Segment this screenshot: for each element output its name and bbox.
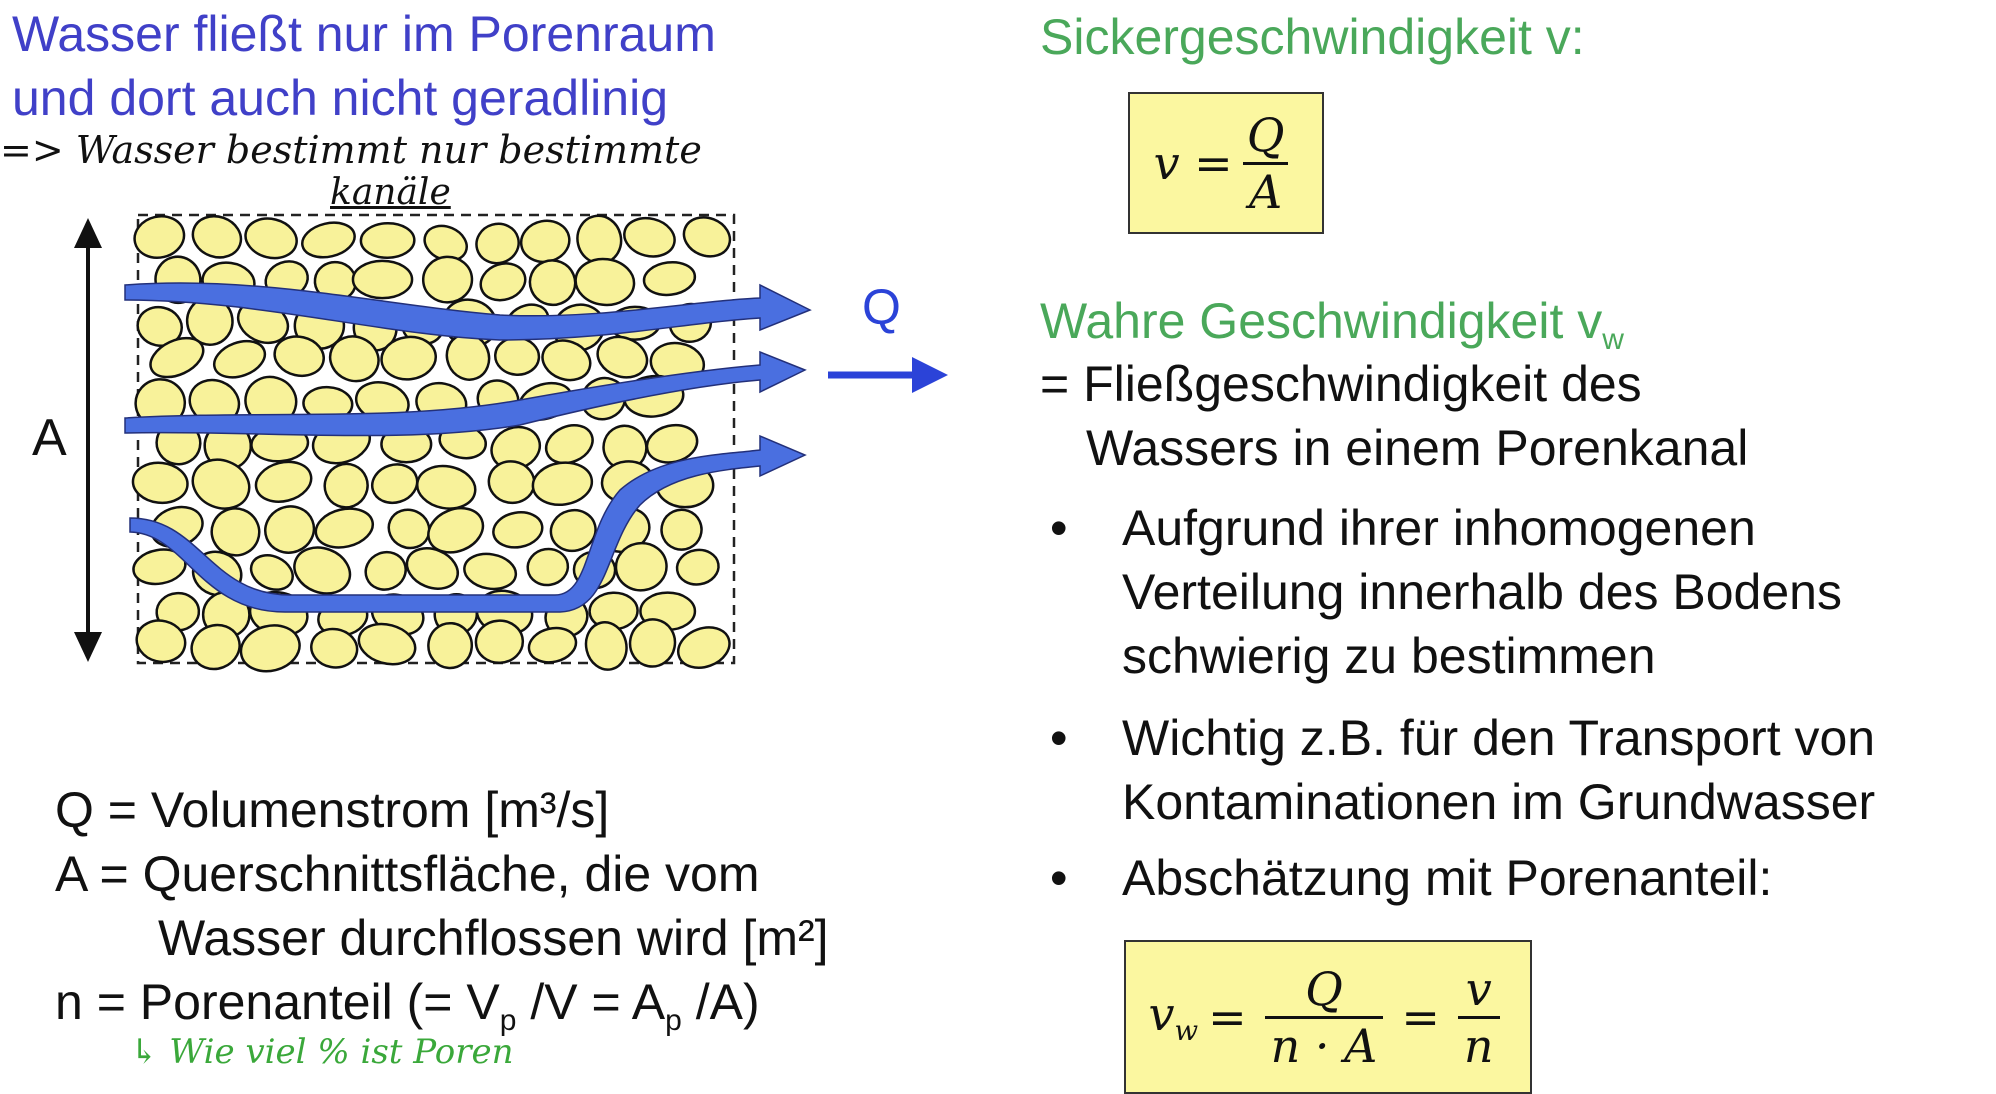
soil-grain (191, 458, 251, 510)
height-arrow-head-bottom (74, 632, 102, 662)
soil-grain (528, 259, 577, 307)
soil-grain (131, 461, 189, 505)
soil-grain (549, 508, 597, 553)
soil-grain (526, 547, 570, 587)
soil-grain (596, 335, 649, 379)
soil-grain (190, 623, 241, 671)
soil-grain (135, 619, 187, 664)
soil-grain (463, 552, 518, 591)
true-velocity-def-line-2: Wassers in einem Porenkanal (1086, 420, 1749, 476)
soil-grain (149, 336, 205, 379)
soil-grain (387, 508, 431, 550)
soil-grain (244, 217, 298, 260)
soil-grain (492, 511, 544, 549)
flow-channel-top (124, 282, 812, 341)
handwritten-note-porosity: ↳ Wie viel % ist Poren (130, 1032, 514, 1072)
label-discharge-Q: Q (862, 279, 901, 335)
soil-grain (357, 622, 417, 666)
definition-A-line-2: Wasser durchflossen wird [m²] (158, 910, 829, 966)
soil-grain (254, 460, 313, 503)
soil-grain (212, 339, 267, 379)
soil-grain (301, 221, 356, 259)
cross-section-boundary (136, 213, 736, 665)
definition-n: n = Porenanteil (= Vp /V = Ap /A) (55, 974, 760, 1037)
title-line-2: und dort auch nicht geradlinig (12, 70, 669, 126)
soil-grain (314, 507, 375, 549)
soil-grain (364, 550, 407, 591)
soil-grain (475, 222, 520, 265)
soil-grain (191, 215, 243, 259)
soil-grain (351, 259, 414, 300)
soil-grain (628, 618, 677, 668)
soil-grain (359, 221, 416, 260)
label-area-A: A (32, 409, 67, 467)
soil-grain (474, 619, 525, 665)
soil-grain (380, 335, 437, 381)
soil-grain (487, 460, 536, 505)
soil-grain (531, 461, 594, 507)
soil-grain (427, 506, 485, 554)
soil-grain (239, 624, 301, 673)
soil-grain (574, 257, 636, 307)
soil-grain (264, 505, 316, 554)
flow-channels (124, 282, 812, 613)
soil-grain (249, 554, 294, 591)
soil-grain (584, 621, 628, 671)
soil-grain (541, 339, 592, 382)
flow-channel-bottom (129, 434, 807, 613)
soil-grain (642, 260, 697, 297)
definition-A-line-1: A = Querschnittsfläche, die vom (55, 846, 760, 902)
soil-grain (370, 463, 419, 505)
soil-grain (136, 305, 183, 347)
soil-grain (519, 219, 571, 264)
true-velocity-def-line-1: = Fließgeschwindigkeit des (1040, 356, 1642, 412)
soil-grain (677, 626, 731, 669)
flow-channel-middle (124, 350, 807, 437)
handwritten-note-kanaele: kanäle (330, 172, 451, 213)
soil-grain (293, 546, 352, 595)
soil-grain (675, 548, 720, 586)
soil-grain (415, 464, 477, 510)
heading-true-velocity: Wahre Geschwindigkeit vw (1040, 293, 1624, 356)
definition-Q: Q = Volumenstrom [m³/s] (55, 782, 610, 838)
soil-grain (427, 621, 474, 670)
handwritten-note-channels: => Wasser bestimmt nur bestimmte (0, 128, 702, 172)
soil-grain (682, 216, 732, 258)
discharge-arrow-head (912, 357, 948, 393)
soil-grain (479, 262, 527, 302)
soil-grain (494, 336, 541, 376)
soil-grain (133, 215, 186, 259)
soil-grain (273, 335, 325, 378)
soil-grain (405, 547, 459, 590)
soil-grain (660, 508, 703, 551)
soil-grain (421, 255, 474, 304)
soil-grain (623, 216, 676, 258)
porous-media-diagram (74, 213, 948, 673)
soil-grain (527, 626, 578, 664)
soil-grain (614, 541, 668, 592)
heading-seepage-velocity: Sickergeschwindigkeit v: (1040, 9, 1585, 65)
title-line-1: Wasser fließt nur im Porenraum (12, 6, 716, 62)
soil-grain (310, 627, 359, 669)
height-arrow-head-top (74, 218, 102, 248)
soil-grain (328, 335, 380, 383)
soil-grain (544, 424, 594, 465)
soil-grain (323, 462, 369, 509)
